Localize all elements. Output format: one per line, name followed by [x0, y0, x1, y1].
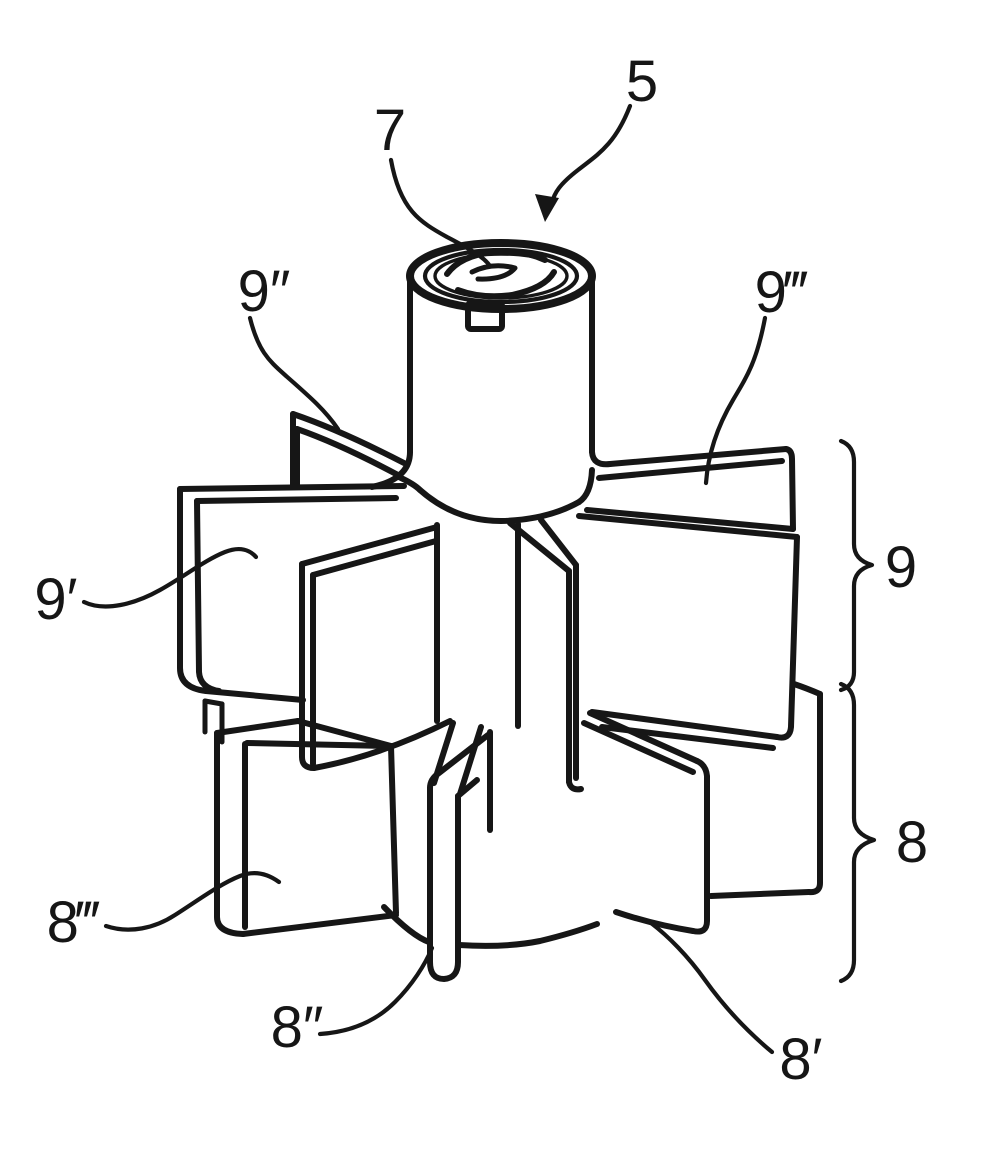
blade-top-edge: [587, 710, 700, 764]
hub-right-fillet: [589, 449, 613, 468]
label-9ppp: 9‴: [755, 260, 808, 325]
lower-back-left-blade-tip: [202, 698, 225, 745]
lower-blade-tier: [202, 681, 823, 982]
hub-top-swirl-2: [455, 269, 557, 300]
blade-right-edge: [388, 743, 399, 916]
blade-top-inner-slope: [455, 777, 480, 799]
upper-front-left-blade: [299, 524, 453, 771]
blade-edge: [290, 411, 407, 466]
blade-top-inner-edge: [310, 538, 439, 578]
blade-tip-edge: [783, 446, 796, 532]
upper-blade-tier: [177, 411, 800, 833]
vee-bottom-slope: [457, 724, 484, 797]
hub-cylinder: [369, 239, 613, 524]
upper-back-left-blade: [290, 411, 407, 490]
blade-bottom-edge: [311, 718, 453, 771]
blade-bottom-edge: [613, 909, 696, 934]
blade-tip-edge: [806, 691, 823, 896]
leader-7: [388, 157, 493, 269]
leader-8ppp: [103, 871, 282, 932]
hub-top-swirl-1: [444, 248, 548, 277]
hub-bottom-right-join: [576, 467, 595, 505]
leader-9ppp: [703, 315, 768, 486]
blade-tip-top: [202, 698, 225, 707]
blade-left-edge: [177, 486, 209, 694]
tier-braces: [838, 438, 877, 984]
label-9p: 9′: [34, 567, 77, 632]
blade-edge: [294, 426, 401, 478]
label-8pp: 8″: [271, 995, 324, 1060]
hub-top-swirl-3: [469, 263, 518, 282]
blade-top-inner-edge: [194, 495, 399, 504]
lower-back-right-blade: [708, 681, 823, 899]
label-9pp: 9″: [238, 259, 291, 324]
label-8ppp: 8‴: [47, 890, 100, 955]
blade-top-edge: [177, 483, 407, 492]
blade-top-right-edge: [295, 718, 394, 749]
label-9: 9: [885, 535, 917, 600]
blade-edge-outline: [427, 785, 461, 982]
hub-bottom-left-join: [396, 474, 423, 493]
blade-bottom-edge: [708, 889, 812, 899]
blade-top-inner-edge: [244, 740, 392, 749]
reference-labels: 7 5 9″ 9‴ 9′ 9 8 8‴ 8″ 8′: [34, 49, 928, 1092]
label-5: 5: [626, 49, 658, 114]
blade-ridge-foot: [566, 779, 584, 793]
blade-top-inner-edge: [581, 720, 696, 775]
blade-left-edge: [214, 730, 246, 937]
blade-top-edge: [607, 446, 789, 467]
label-7: 7: [374, 98, 406, 163]
skirt-arc-right: [456, 921, 600, 949]
leader-8p: [648, 920, 775, 1055]
brace-upper-tier: [838, 438, 875, 693]
blade-top-edge: [299, 524, 440, 567]
arrowhead-5: [535, 194, 559, 222]
lower-front-blade: [427, 732, 491, 982]
blade-bottom-edge: [240, 912, 399, 937]
upper-right-blade: [584, 446, 796, 532]
hub-bottom-arc: [417, 487, 582, 524]
lower-skirt: [381, 904, 600, 949]
label-8p: 8′: [779, 1027, 822, 1092]
leader-5: [549, 103, 633, 206]
blade-ridge-edge: [690, 758, 710, 935]
blade-face-lower-edge: [584, 507, 796, 532]
label-8: 8: [896, 810, 928, 875]
blade-top-edge: [214, 718, 301, 736]
leader-lines: [81, 103, 775, 1055]
blade-top-edge: [576, 513, 800, 540]
blade-right-edge: [774, 534, 800, 741]
brace-lower-tier: [838, 681, 877, 984]
leader-9p: [81, 547, 259, 609]
upper-left-blade: [177, 483, 407, 703]
hub-front-tab: [465, 300, 505, 332]
upper-front-right-blade: [507, 513, 800, 793]
lower-right-blade: [581, 710, 710, 935]
blade-left-inner-edge: [194, 498, 222, 694]
blade-bottom-edge: [203, 688, 306, 703]
leader-8pp: [317, 945, 435, 1037]
skirt-arc-left: [381, 904, 432, 945]
blade-inner-edge: [538, 517, 579, 568]
blade-bottom-edge: [589, 709, 780, 740]
lower-left-blade: [214, 718, 399, 937]
leader-9pp: [247, 315, 341, 432]
blade-top-inner-edge: [596, 458, 785, 481]
blade-top-edge: [791, 681, 823, 697]
